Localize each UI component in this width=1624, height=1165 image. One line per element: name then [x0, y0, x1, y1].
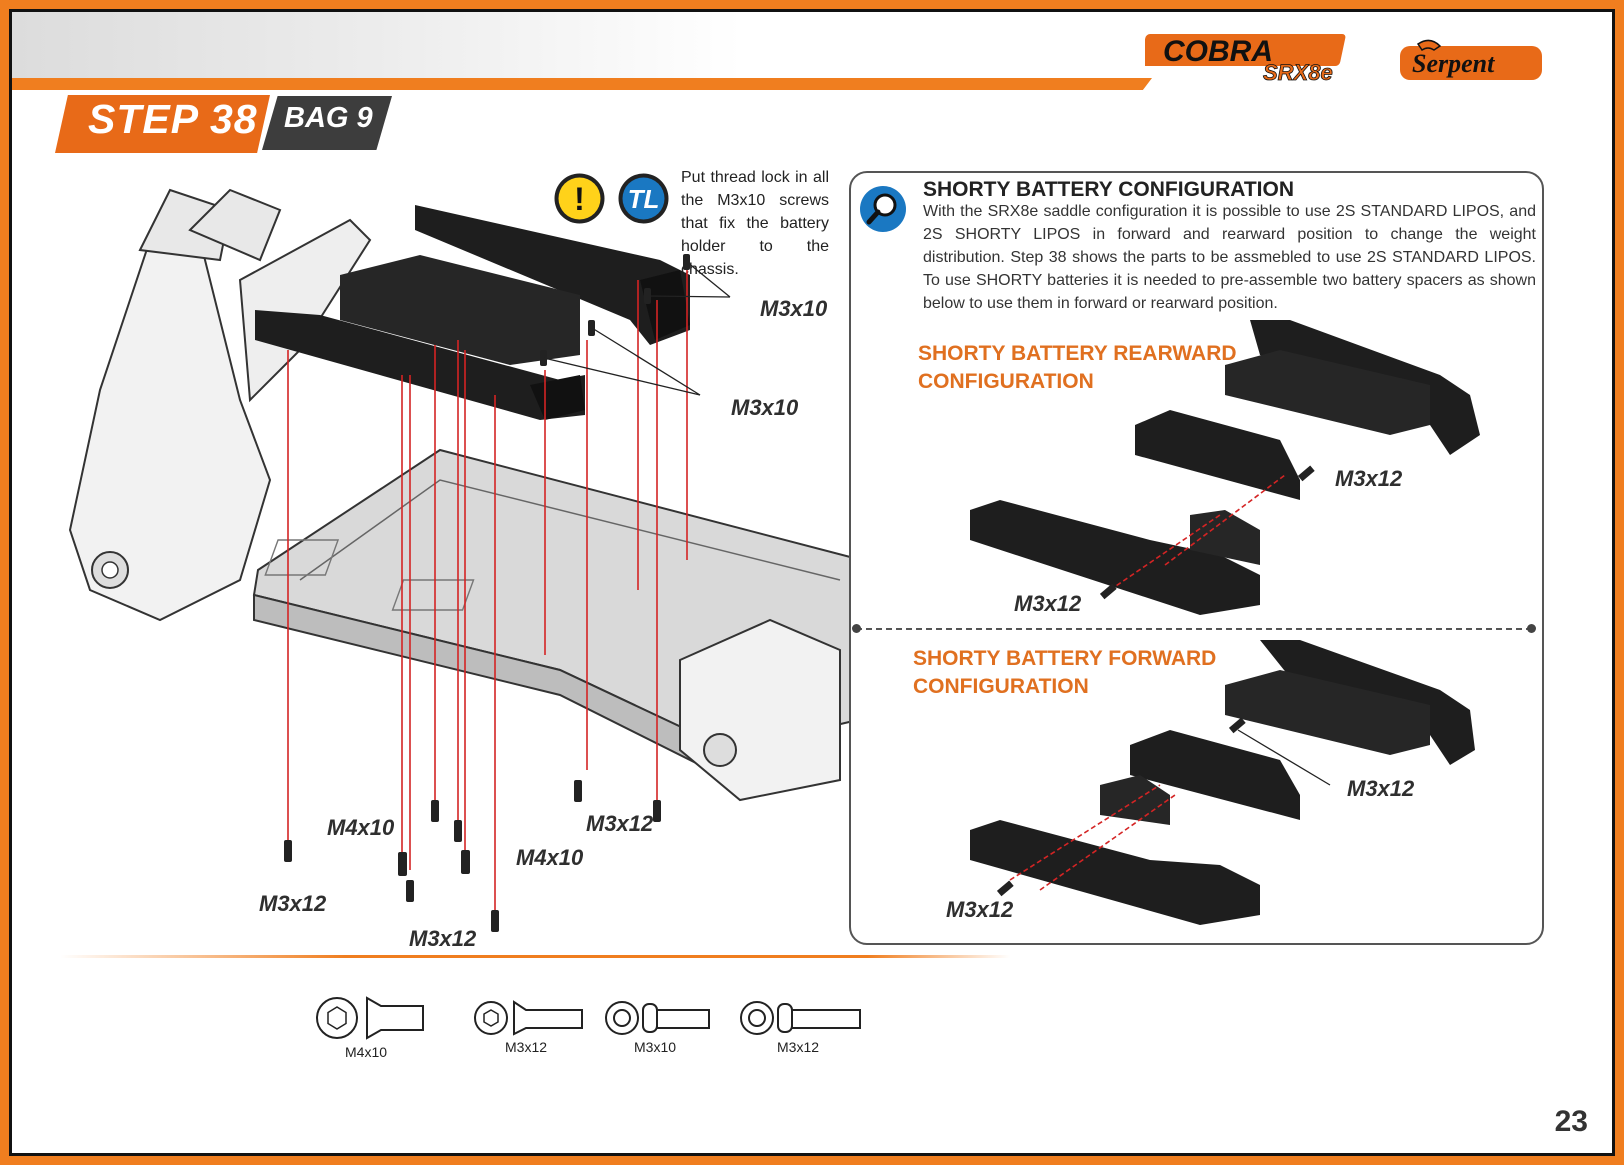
header-rule	[12, 78, 1152, 90]
page-number: 23	[1554, 1105, 1588, 1138]
serpent-logo-text: Serpent	[1412, 49, 1495, 78]
hardware-m3x10-icon	[605, 1001, 710, 1035]
callout-m3x12-right: M3x12	[586, 811, 654, 836]
hardware-m3x12-label: M3x12	[505, 1039, 548, 1055]
hardware-m3x10-label: M3x10	[634, 1039, 677, 1055]
bag-label: BAG 9	[284, 102, 373, 134]
rearward-heading: SHORTY BATTERY REARWARD CONFIGURATION	[918, 340, 1237, 396]
cobra-logo: COBRA SRX8e	[1145, 34, 1346, 85]
thread-lock-icon: TL	[618, 173, 669, 224]
magnifier-icon	[860, 186, 906, 232]
warning-icon: !	[554, 173, 605, 224]
thread-lock-note: Put thread lock in all the M3x10 screws …	[681, 169, 829, 278]
panel-description: With the SRX8e saddle configuration it i…	[923, 203, 1536, 312]
bag-tab	[262, 96, 392, 150]
forward-heading: SHORTY BATTERY FORWARD CONFIGURATION	[913, 645, 1216, 701]
step-tab	[55, 95, 270, 153]
forward-config-diagram	[970, 640, 1475, 925]
hardware-m4x10-icon	[316, 996, 424, 1040]
callout-m3x10-middle: M3x10	[731, 395, 799, 420]
bottom-rule	[60, 955, 1010, 958]
divider-dot-right	[1527, 624, 1536, 633]
rearward-callout-lower: M3x12	[1014, 591, 1082, 616]
callout-m4x10-left: M4x10	[327, 815, 395, 840]
step-label: STEP 38	[88, 96, 258, 142]
header-texture	[12, 12, 742, 84]
divider-dot-left	[852, 624, 861, 633]
forward-callout-upper: M3x12	[1347, 776, 1415, 801]
hardware-m3x12-buttonhead-label: M3x12	[777, 1039, 820, 1055]
callout-m3x10-top: M3x10	[760, 296, 828, 321]
rearward-heading-line1: SHORTY BATTERY REARWARD	[918, 342, 1237, 365]
warning-icon-glyph: !	[574, 181, 585, 217]
cobra-logo-subtext: SRX8e	[1263, 60, 1333, 85]
section-divider	[856, 628, 1532, 630]
page-inner-frame	[9, 9, 1615, 1156]
hardware-m3x12-buttonhead-icon	[740, 1001, 861, 1035]
thread-lock-icon-glyph: TL	[628, 184, 660, 214]
callout-m4x10-middle: M4x10	[516, 845, 584, 870]
serpent-logo: Serpent	[1400, 39, 1542, 80]
cobra-logo-text: COBRA	[1163, 35, 1273, 68]
forward-callout-lower: M3x12	[946, 897, 1014, 922]
hardware-m4x10-label: M4x10	[345, 1044, 388, 1060]
forward-heading-line2: CONFIGURATION	[913, 675, 1089, 698]
rearward-config-diagram	[970, 320, 1480, 615]
callout-m3x12-bottom: M3x12	[409, 926, 477, 951]
hardware-m3x12-icon	[474, 1000, 583, 1036]
forward-heading-line1: SHORTY BATTERY FORWARD	[913, 647, 1217, 670]
panel-title: SHORTY BATTERY CONFIGURATION	[923, 178, 1295, 201]
rearward-heading-line2: CONFIGURATION	[918, 370, 1094, 393]
rearward-callout-upper: M3x12	[1335, 466, 1403, 491]
chassis-exploded-diagram	[68, 188, 860, 932]
callout-m3x12-left: M3x12	[259, 891, 327, 916]
